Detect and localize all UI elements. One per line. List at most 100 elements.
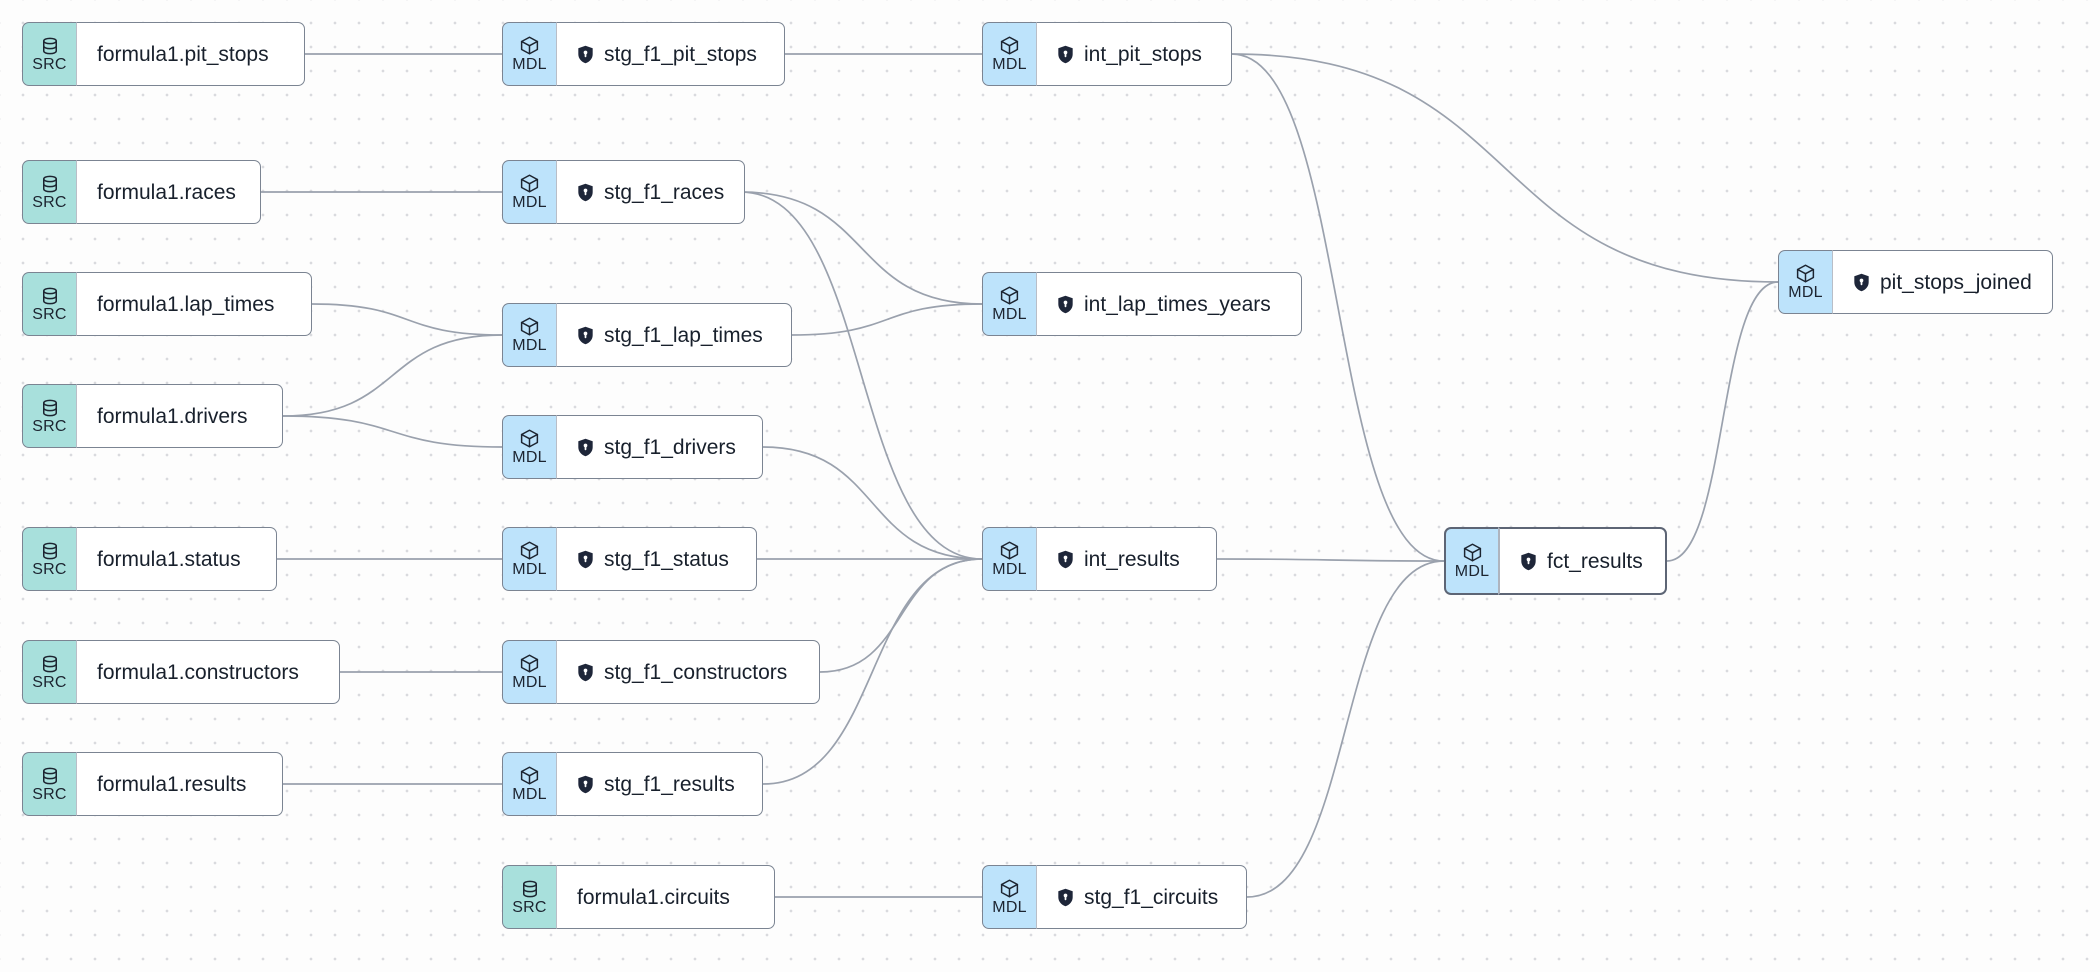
node-label: formula1.drivers (97, 404, 248, 428)
shield-lock-icon (1058, 550, 1073, 568)
database-icon (42, 399, 57, 416)
cube-icon (1796, 264, 1815, 283)
cube-icon (1000, 879, 1019, 898)
node-body[interactable]: formula1.circuits (556, 865, 775, 929)
node-stg_results[interactable]: MDL stg_f1_results (502, 752, 763, 816)
node-body[interactable]: formula1.results (76, 752, 283, 816)
node-src_races[interactable]: SRC formula1.races (22, 160, 261, 224)
cube-icon (1000, 541, 1019, 560)
node-body[interactable]: int_lap_times_years (1036, 272, 1302, 336)
node-body[interactable]: int_pit_stops (1036, 22, 1232, 86)
node-src_status[interactable]: SRC formula1.status (22, 527, 277, 591)
node-fct_results[interactable]: MDL fct_results (1444, 527, 1667, 595)
node-body[interactable]: stg_f1_pit_stops (556, 22, 785, 86)
node-type-badge-mdl: MDL (502, 415, 556, 479)
node-stg_drivers[interactable]: MDL stg_f1_drivers (502, 415, 763, 479)
node-body[interactable]: stg_f1_status (556, 527, 757, 591)
node-type-badge-mdl: MDL (1778, 250, 1832, 314)
node-type-badge-src: SRC (22, 527, 76, 591)
node-type-badge-mdl: MDL (982, 865, 1036, 929)
node-type-badge-src: SRC (22, 22, 76, 86)
node-type-label: SRC (32, 560, 67, 578)
node-stg_status[interactable]: MDL stg_f1_status (502, 527, 757, 591)
node-body[interactable]: stg_f1_lap_times (556, 303, 792, 367)
node-src_lap_times[interactable]: SRC formula1.lap_times (22, 272, 312, 336)
node-type-badge-src: SRC (22, 160, 76, 224)
node-body[interactable]: stg_f1_races (556, 160, 746, 224)
shield-lock-icon (1058, 45, 1073, 63)
node-label: formula1.pit_stops (97, 42, 269, 66)
node-body[interactable]: stg_f1_results (556, 752, 763, 816)
node-type-label: MDL (512, 449, 547, 466)
node-type-badge-src: SRC (22, 384, 76, 448)
shield-lock-icon (578, 438, 593, 456)
node-type-badge-mdl: MDL (502, 752, 556, 816)
node-type-label: MDL (512, 674, 547, 691)
cube-icon (520, 654, 539, 673)
node-stg_races[interactable]: MDL stg_f1_races (502, 160, 746, 224)
node-label: formula1.results (97, 772, 247, 796)
node-type-badge-src: SRC (22, 272, 76, 336)
node-label: pit_stops_joined (1880, 270, 2032, 294)
node-label: stg_f1_circuits (1084, 885, 1219, 909)
node-type-badge-mdl: MDL (502, 527, 556, 591)
node-type-label: MDL (1454, 563, 1490, 580)
node-src_results[interactable]: SRC formula1.results (22, 752, 283, 816)
node-type-badge-src: SRC (22, 752, 76, 816)
node-body[interactable]: formula1.constructors (76, 640, 340, 704)
node-body[interactable]: int_results (1036, 527, 1217, 591)
node-body[interactable]: formula1.lap_times (76, 272, 312, 336)
cube-icon (520, 317, 539, 336)
node-type-label: SRC (32, 417, 67, 435)
node-type-badge-mdl: MDL (502, 640, 556, 704)
node-stg_circuits[interactable]: MDL stg_f1_circuits (982, 865, 1247, 929)
database-icon (42, 287, 57, 304)
node-label: stg_f1_results (604, 772, 735, 796)
node-label: formula1.lap_times (97, 292, 275, 316)
cube-icon (520, 766, 539, 785)
node-type-label: MDL (992, 56, 1027, 73)
node-body[interactable]: formula1.drivers (76, 384, 283, 448)
database-icon (42, 37, 57, 54)
node-body[interactable]: pit_stops_joined (1832, 250, 2053, 314)
node-body[interactable]: formula1.pit_stops (76, 22, 305, 86)
node-type-badge-mdl: MDL (502, 22, 556, 86)
node-body[interactable]: stg_f1_constructors (556, 640, 820, 704)
node-body[interactable]: fct_results (1498, 527, 1667, 595)
node-type-label: SRC (32, 55, 67, 73)
shield-lock-icon (1058, 888, 1073, 906)
node-label: stg_f1_constructors (604, 660, 788, 684)
node-type-label: MDL (512, 561, 547, 578)
edge-stg_lap_times-to-int_lap_times_years (791, 303, 983, 336)
node-type-label: MDL (512, 194, 547, 211)
node-type-badge-mdl: MDL (982, 22, 1036, 86)
node-src_drivers[interactable]: SRC formula1.drivers (22, 384, 283, 448)
node-pit_stops_joined[interactable]: MDL pit_stops_joined (1778, 250, 2053, 314)
node-type-badge-mdl: MDL (502, 160, 556, 224)
node-src_pit_stops[interactable]: SRC formula1.pit_stops (22, 22, 305, 86)
cube-icon (520, 36, 539, 55)
node-type-label: SRC (32, 785, 67, 803)
node-int_pit_stops[interactable]: MDL int_pit_stops (982, 22, 1232, 86)
node-body[interactable]: stg_f1_circuits (1036, 865, 1247, 929)
edge-src_lap_times-to-stg_lap_times (311, 303, 503, 336)
node-label: stg_f1_drivers (604, 435, 736, 459)
database-icon (42, 175, 57, 192)
node-type-label: SRC (32, 193, 67, 211)
node-body[interactable]: stg_f1_drivers (556, 415, 763, 479)
node-body[interactable]: formula1.status (76, 527, 277, 591)
edge-fct_results-to-pit_stops_joined (1666, 281, 1779, 562)
edge-stg_constructors-to-int_results (819, 558, 983, 673)
node-label: stg_f1_lap_times (604, 323, 763, 347)
shield-lock-icon (578, 663, 593, 681)
node-stg_constructors[interactable]: MDL stg_f1_constructors (502, 640, 820, 704)
node-body[interactable]: formula1.races (76, 160, 261, 224)
node-type-label: SRC (32, 305, 67, 323)
